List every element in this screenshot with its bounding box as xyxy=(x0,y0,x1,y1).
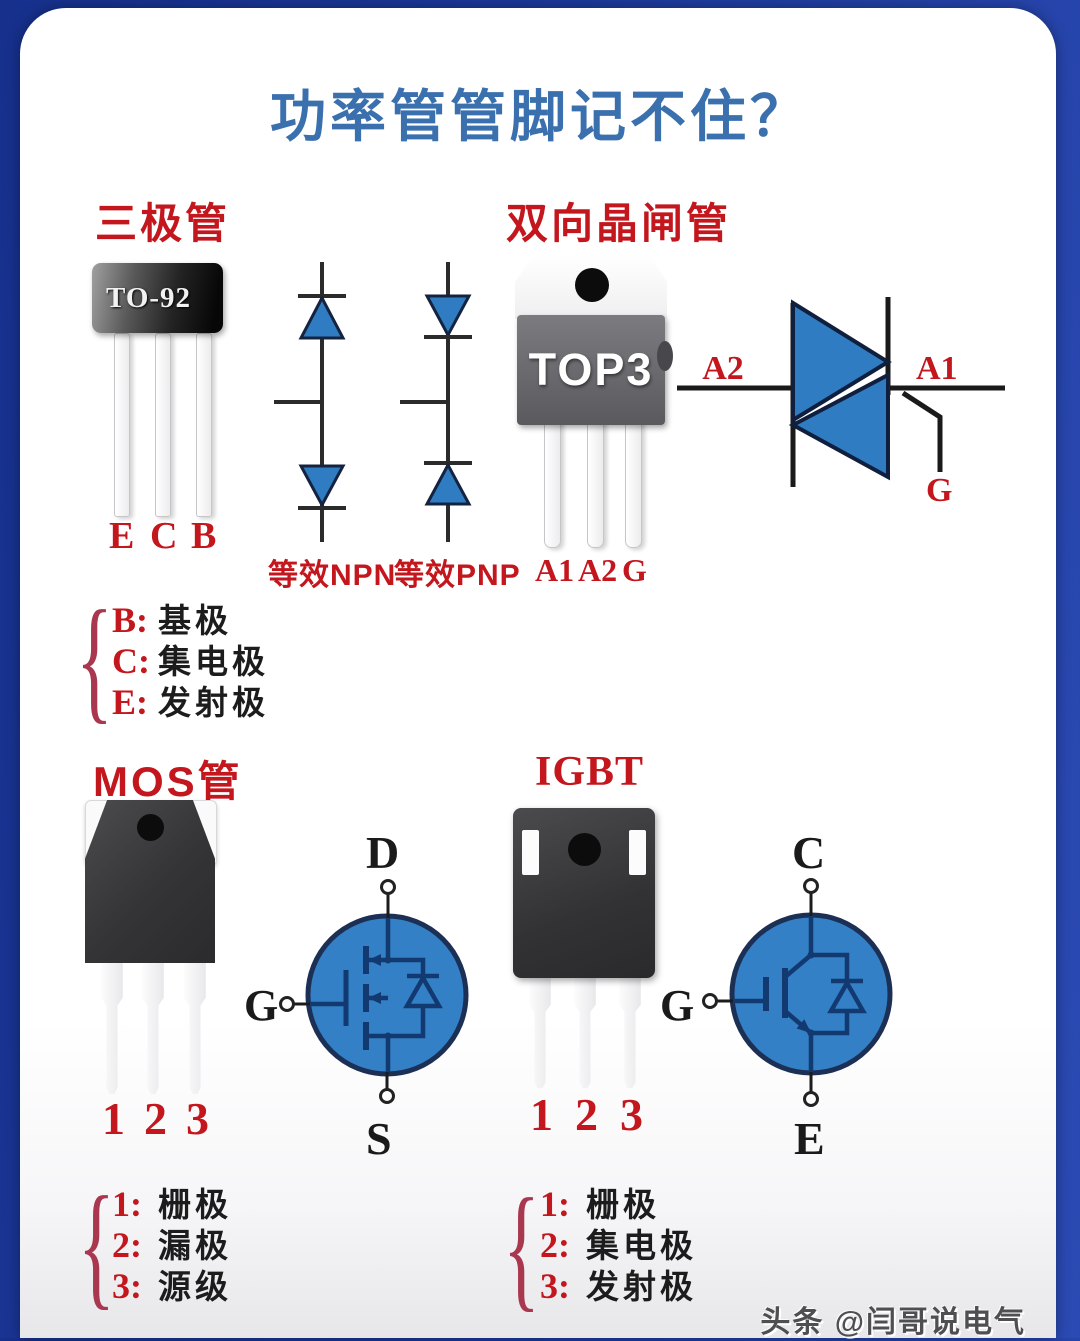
triac-symbol-a2-label: A2 xyxy=(702,350,744,387)
mosfet-legend-row-3: 3: 源级 xyxy=(112,1260,232,1308)
triac-symbol-a1-label: A1 xyxy=(916,350,958,387)
top3-leg-a2 xyxy=(587,418,604,548)
triac-symbol-g-label: G xyxy=(926,472,953,509)
to92-leg-b xyxy=(196,333,212,517)
igbt-legend-row-2: 2: 集电极 xyxy=(540,1219,697,1267)
to92-package-label: TO-92 xyxy=(106,281,192,314)
top3-leg-g xyxy=(625,418,642,548)
watermark: 头条 @闫哥说电气 xyxy=(760,1306,1026,1339)
mosfet-legend-key-1: 1: xyxy=(112,1184,142,1224)
igbt-slot-left xyxy=(522,830,539,875)
npn-equivalent-label: 等效NPN xyxy=(268,559,397,592)
bjt-pin-e: E xyxy=(109,515,135,557)
bjt-legend-key-e: E: xyxy=(112,682,148,722)
mosfet-legend-row-2: 2: 漏极 xyxy=(112,1219,232,1267)
bjt-legend-key-c: C: xyxy=(112,641,150,681)
bjt-legend-row-e: E: 发射极 xyxy=(112,676,269,724)
bjt-legend-val-e: 发射极 xyxy=(158,684,269,721)
top3-package: TOP3 xyxy=(515,255,673,425)
mosfet-legend-brace: { xyxy=(78,1168,115,1322)
mos-pin-3: 3 xyxy=(186,1093,209,1144)
igbt-g-label: G xyxy=(660,981,695,1030)
mos-mounting-hole-icon xyxy=(137,814,164,841)
page-title: 功率管管脚记不住？ xyxy=(270,85,810,148)
pnp-equivalent-diagram xyxy=(400,262,472,542)
mosfet-legend-val-2: 漏极 xyxy=(158,1227,232,1264)
mos-pin-1: 1 xyxy=(102,1093,125,1144)
igbt-pin-3: 3 xyxy=(620,1089,643,1140)
igbt-legend-key-2: 2: xyxy=(540,1225,570,1265)
igbt-legend-val-3: 发射极 xyxy=(586,1268,697,1305)
igbt-legend-brace: { xyxy=(503,1170,540,1324)
mosfet-g-label: G xyxy=(244,981,279,1030)
bjt-legend-row-c: C:集电极 xyxy=(112,635,269,683)
bjt-legend-val-b: 基极 xyxy=(158,602,232,639)
igbt-package xyxy=(513,808,655,978)
mosfet-d-label: D xyxy=(366,827,400,878)
igbt-leg-3 xyxy=(619,974,641,1088)
top3-mounting-hole-icon xyxy=(575,268,609,302)
igbt-e-label: E xyxy=(794,1113,825,1164)
igbt-slot-right xyxy=(629,830,646,875)
igbt-legend-val-2: 集电极 xyxy=(586,1227,697,1264)
to92-leg-c xyxy=(155,333,171,517)
mosfet-legend-key-3: 3: xyxy=(112,1266,142,1306)
igbt-leg-2 xyxy=(574,974,596,1088)
mosfet-legend-key-2: 2: xyxy=(112,1225,142,1265)
mosfet-heading: MOS管 xyxy=(93,758,243,805)
npn-equivalent-diagram xyxy=(274,262,346,542)
igbt-mounting-hole-icon xyxy=(568,833,601,866)
top3-leg-a1 xyxy=(544,418,561,548)
bjt-heading: 三极管 xyxy=(95,200,231,247)
igbt-leg-1 xyxy=(529,974,551,1088)
mos-leg-1 xyxy=(101,962,123,1094)
igbt-legend-val-1: 栅极 xyxy=(586,1186,660,1223)
bjt-legend-row-b: B: 基极 xyxy=(112,594,232,642)
igbt-pin-1: 1 xyxy=(530,1089,553,1140)
bjt-pin-b: B xyxy=(191,515,217,557)
mos-leg-3 xyxy=(184,962,206,1094)
mosfet-s-label: S xyxy=(366,1113,392,1164)
bjt-legend-brace: { xyxy=(76,582,113,736)
igbt-pin-2: 2 xyxy=(575,1089,598,1140)
igbt-legend-key-3: 3: xyxy=(540,1266,570,1306)
pnp-equivalent-label: 等效PNP xyxy=(394,559,521,592)
mosfet-legend-val-3: 源级 xyxy=(158,1268,232,1305)
bjt-legend-key-b: B: xyxy=(112,600,148,640)
igbt-symbol xyxy=(702,878,893,1107)
top3-body: TOP3 xyxy=(517,315,665,425)
igbt-c-label: C xyxy=(792,827,826,878)
igbt-heading: IGBT xyxy=(535,749,645,795)
infographic-card: 功率管管脚记不住？ 三极管 TO-92 E C B 等效NPN 等效PNP { … xyxy=(20,8,1056,1339)
bjt-pin-c: C xyxy=(150,515,178,557)
mos-leg-2 xyxy=(142,962,164,1094)
triac-symbol xyxy=(677,297,1005,487)
igbt-legend-row-1: 1: 栅极 xyxy=(540,1178,660,1226)
bjt-legend-val-c: 集电极 xyxy=(158,643,269,680)
igbt-legend-key-1: 1: xyxy=(540,1184,570,1224)
mos-pin-2: 2 xyxy=(144,1093,167,1144)
to92-leg-e xyxy=(114,333,130,517)
triac-pin-g: G xyxy=(622,552,647,588)
top3-package-label: TOP3 xyxy=(528,344,654,395)
mosfet-legend-val-1: 栅极 xyxy=(158,1186,232,1223)
to92-package: TO-92 xyxy=(92,263,223,333)
mosfet-legend-row-1: 1: 栅极 xyxy=(112,1178,232,1226)
mosfet-symbol xyxy=(279,879,469,1104)
top3-side-notch xyxy=(657,341,673,371)
triac-pin-a2: A2 xyxy=(578,552,618,588)
igbt-legend-row-3: 3: 发射极 xyxy=(540,1260,697,1308)
triac-heading: 双向晶闸管 xyxy=(506,200,732,247)
triac-pin-a1: A1 xyxy=(535,552,575,588)
